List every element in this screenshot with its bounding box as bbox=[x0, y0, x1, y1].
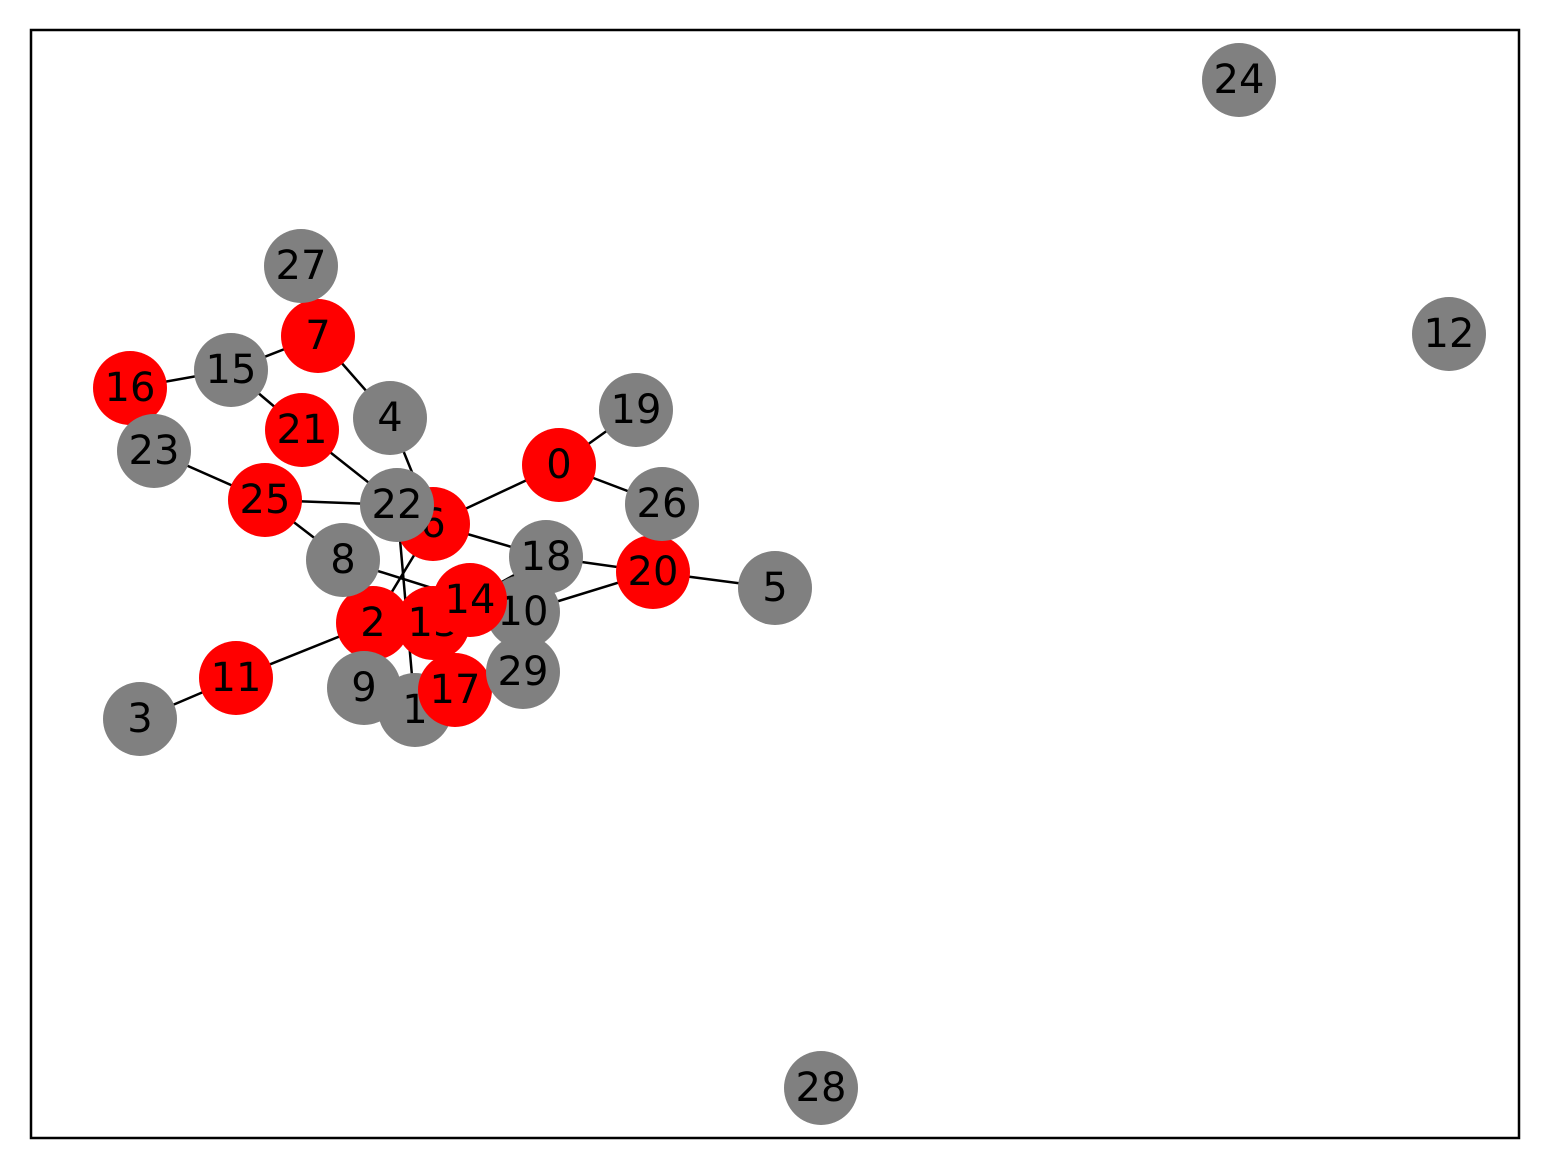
node-circle-17 bbox=[418, 653, 492, 727]
node-circle-25 bbox=[228, 463, 302, 537]
node-circle-29 bbox=[486, 635, 560, 709]
node-14: 14 bbox=[433, 563, 507, 637]
node-circle-23 bbox=[117, 414, 191, 488]
node-label-26: 26 bbox=[637, 481, 688, 527]
node-circle-18 bbox=[509, 520, 583, 594]
node-label-2: 2 bbox=[360, 600, 385, 646]
node-23: 23 bbox=[117, 414, 191, 488]
node-24: 24 bbox=[1202, 43, 1276, 117]
node-circle-4 bbox=[353, 381, 427, 455]
node-circle-12 bbox=[1412, 297, 1486, 371]
node-20: 20 bbox=[616, 535, 690, 609]
node-circle-19 bbox=[599, 373, 673, 447]
node-layer: 0123456789101112131415161718192021222324… bbox=[93, 43, 1486, 1125]
node-17: 17 bbox=[418, 653, 492, 727]
node-label-22: 22 bbox=[372, 482, 423, 528]
node-label-8: 8 bbox=[330, 537, 355, 583]
node-label-29: 29 bbox=[498, 649, 549, 695]
node-label-19: 19 bbox=[611, 387, 662, 433]
node-26: 26 bbox=[625, 467, 699, 541]
node-circle-0 bbox=[522, 428, 596, 502]
node-label-18: 18 bbox=[521, 534, 572, 580]
node-27: 27 bbox=[264, 229, 338, 303]
node-3: 3 bbox=[103, 682, 177, 756]
node-circle-22 bbox=[360, 468, 434, 542]
node-21: 21 bbox=[265, 393, 339, 467]
node-circle-5 bbox=[738, 551, 812, 625]
node-label-21: 21 bbox=[277, 407, 328, 453]
node-9: 9 bbox=[327, 651, 401, 725]
node-label-9: 9 bbox=[351, 665, 376, 711]
node-circle-27 bbox=[264, 229, 338, 303]
node-7: 7 bbox=[281, 299, 355, 373]
node-12: 12 bbox=[1412, 297, 1486, 371]
node-circle-3 bbox=[103, 682, 177, 756]
node-label-12: 12 bbox=[1424, 311, 1475, 357]
node-circle-26 bbox=[625, 467, 699, 541]
node-label-17: 17 bbox=[430, 667, 481, 713]
node-29: 29 bbox=[486, 635, 560, 709]
node-label-7: 7 bbox=[305, 313, 330, 359]
node-label-4: 4 bbox=[377, 395, 402, 441]
node-circle-20 bbox=[616, 535, 690, 609]
node-11: 11 bbox=[199, 641, 273, 715]
node-circle-9 bbox=[327, 651, 401, 725]
node-circle-16 bbox=[93, 351, 167, 425]
node-label-23: 23 bbox=[129, 428, 180, 474]
node-4: 4 bbox=[353, 381, 427, 455]
node-circle-24 bbox=[1202, 43, 1276, 117]
node-circle-2 bbox=[336, 586, 410, 660]
node-circle-15 bbox=[194, 333, 268, 407]
node-label-28: 28 bbox=[796, 1065, 847, 1111]
node-22: 22 bbox=[360, 468, 434, 542]
node-label-20: 20 bbox=[628, 549, 679, 595]
node-2: 2 bbox=[336, 586, 410, 660]
node-circle-8 bbox=[306, 523, 380, 597]
node-19: 19 bbox=[599, 373, 673, 447]
node-circle-11 bbox=[199, 641, 273, 715]
node-circle-7 bbox=[281, 299, 355, 373]
node-label-0: 0 bbox=[546, 442, 571, 488]
node-5: 5 bbox=[738, 551, 812, 625]
node-label-25: 25 bbox=[240, 477, 291, 523]
node-16: 16 bbox=[93, 351, 167, 425]
node-label-16: 16 bbox=[105, 365, 156, 411]
node-circle-21 bbox=[265, 393, 339, 467]
node-label-3: 3 bbox=[127, 696, 152, 742]
node-18: 18 bbox=[509, 520, 583, 594]
node-label-5: 5 bbox=[762, 565, 787, 611]
node-28: 28 bbox=[784, 1051, 858, 1125]
node-circle-14 bbox=[433, 563, 507, 637]
node-label-11: 11 bbox=[211, 655, 262, 701]
node-0: 0 bbox=[522, 428, 596, 502]
node-15: 15 bbox=[194, 333, 268, 407]
node-8: 8 bbox=[306, 523, 380, 597]
node-label-14: 14 bbox=[445, 577, 496, 623]
plot-frame bbox=[29, 28, 1521, 1140]
node-25: 25 bbox=[228, 463, 302, 537]
node-label-15: 15 bbox=[206, 347, 257, 393]
node-label-27: 27 bbox=[276, 243, 327, 289]
node-circle-28 bbox=[784, 1051, 858, 1125]
node-label-24: 24 bbox=[1214, 57, 1265, 103]
